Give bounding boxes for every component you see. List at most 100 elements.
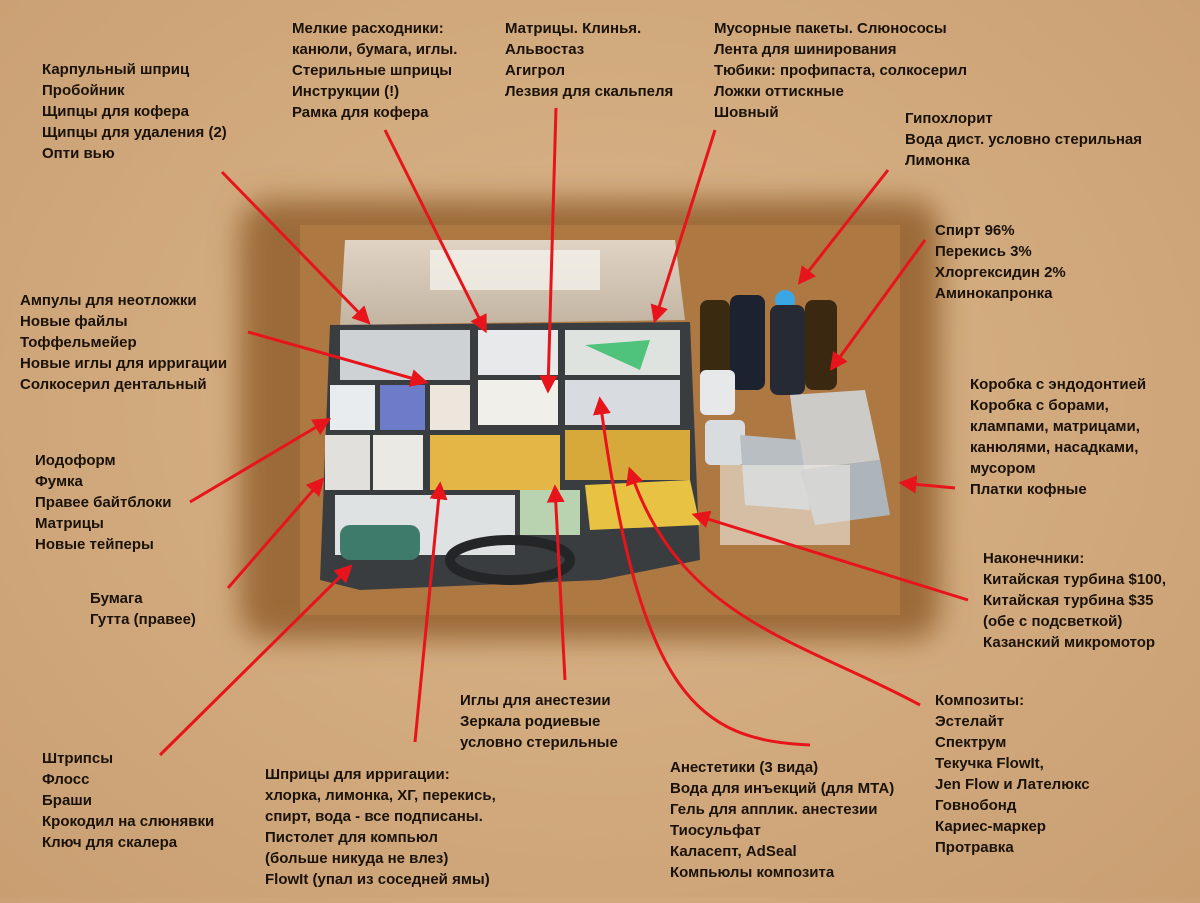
label-line: Китайская турбина $100,	[983, 571, 1167, 588]
label-line: Китайская турбина $35	[983, 592, 1154, 609]
compartment	[478, 330, 558, 375]
label-line: Коробка с эндодонтией	[970, 376, 1147, 393]
cylinder-item	[340, 525, 420, 560]
label-carpule: Карпульный шприц Пробойник Щипцы для коф…	[42, 59, 227, 164]
label-line: Вода для инъекций (для МТА)	[670, 780, 895, 797]
label-line: Гель для апплик. анестезии	[670, 801, 878, 818]
label-line: Говнобонд	[935, 797, 1017, 814]
label-needles: Иглы для анестезии Зеркала родиевые усло…	[460, 690, 618, 753]
label-line: Гипохлорит	[905, 110, 993, 127]
label-line: Текучка FlowIt,	[935, 755, 1044, 772]
label-line: Крокодил на слюнявки	[42, 813, 215, 830]
label-line: Матрицы	[35, 515, 104, 532]
label-line: Альвостаз	[505, 41, 585, 58]
label-line: условно стерильные	[460, 734, 618, 751]
yellow-cloth	[585, 480, 700, 530]
label-line: Рамка для кофера	[292, 104, 429, 121]
label-line: канюли, бумага, иглы.	[292, 41, 458, 58]
label-line: клампами, матрицами,	[970, 418, 1140, 435]
label-line: спирт, вода - все подписаны.	[265, 808, 483, 825]
bottle	[805, 300, 837, 390]
label-line: Лента для шинирования	[714, 41, 897, 58]
label-line: Композиты:	[935, 692, 1025, 709]
label-line: Агигрол	[505, 62, 566, 79]
label-line: Ампулы для неотложки	[20, 292, 197, 309]
label-anesthetics: Анестетики (3 вида) Вода для инъекций (д…	[670, 757, 894, 883]
label-line: Лезвия для скальпеля	[505, 83, 674, 100]
lid-paper	[430, 250, 600, 290]
label-line: Солкосерил дентальный	[20, 376, 207, 393]
label-line: Наконечники:	[983, 550, 1085, 567]
label-hypochlorite: Гипохлорит Вода дист. условно стерильная…	[905, 108, 1142, 171]
bottle	[730, 295, 765, 390]
bottle	[770, 305, 805, 395]
label-line: Флосс	[42, 771, 90, 788]
label-line: Иглы для анестезии	[460, 692, 611, 709]
label-line: хлорка, лимонка, ХГ, перекись,	[265, 787, 496, 804]
label-line: Спектрум	[935, 734, 1007, 751]
label-line: Иодоформ	[35, 452, 116, 469]
label-line: Инструкции (!)	[292, 83, 400, 100]
label-line: Казанский микромотор	[983, 634, 1156, 651]
label-line: Спирт 96%	[935, 222, 1015, 239]
label-line: Мусорные пакеты. Слюнососы	[714, 20, 947, 37]
bottle	[700, 300, 730, 385]
label-line: Браши	[42, 792, 93, 809]
label-matrices: Матрицы. Клинья. Альвостаз Агигрол Лезви…	[505, 18, 673, 102]
label-ampoules: Ампулы для неотложки Новые файлы Тоффель…	[20, 290, 227, 395]
label-line: Компьюлы композита	[670, 864, 835, 881]
label-line: Протравка	[935, 839, 1014, 856]
label-line: Щипцы для удаления (2)	[42, 124, 227, 141]
label-line: Эстелайт	[935, 713, 1005, 730]
label-line: Анестетики (3 вида)	[670, 759, 819, 776]
label-line: Щипцы для кофера	[42, 103, 189, 120]
label-line: мусором	[970, 460, 1036, 477]
label-line: Коробка с борами,	[970, 397, 1109, 414]
green-item	[585, 340, 650, 370]
label-trash: Мусорные пакеты. Слюнососы Лента для шин…	[714, 18, 967, 123]
compartment	[330, 385, 375, 430]
label-strips: Штрипсы Флосс Браши Крокодил на слюнявки…	[42, 748, 214, 853]
compartment	[340, 330, 470, 380]
compartment	[430, 435, 560, 490]
compartment	[565, 430, 690, 480]
compartment	[373, 435, 423, 490]
label-spirit: Спирт 96% Перекись 3% Хлоргексидин 2% Ам…	[935, 220, 1066, 304]
label-handpieces: Наконечники: Китайская турбина $100, Кит…	[983, 548, 1166, 653]
compartment	[565, 380, 680, 425]
label-line: Матрицы. Клинья.	[505, 20, 642, 37]
label-line: Новые тейперы	[35, 536, 154, 553]
label-line: Вода дист. условно стерильная	[905, 131, 1143, 148]
compartment	[520, 490, 580, 535]
label-line: Гутта (правее)	[90, 611, 196, 628]
label-line: Фумка	[35, 473, 83, 490]
label-line: Новые файлы	[20, 313, 128, 330]
bottle	[700, 370, 735, 415]
label-line: Правее байтблоки	[35, 494, 172, 511]
endo-box	[790, 390, 880, 470]
label-line: FlowIt (упал из соседней ямы)	[265, 871, 490, 888]
compartment	[430, 385, 470, 430]
label-iodoform: Иодоформ Фумка Правее байтблоки Матрицы …	[35, 450, 171, 555]
label-line: Тиосульфат	[670, 822, 761, 839]
compartment	[325, 435, 370, 490]
label-line: Новые иглы для ирригации	[20, 355, 228, 372]
dam-sheets	[720, 465, 850, 545]
label-line: Пистолет для компьюл	[265, 829, 438, 846]
label-line: Бумага	[90, 590, 143, 607]
label-line: (больше никуда не влез)	[265, 850, 449, 867]
label-line: Штрипсы	[42, 750, 114, 767]
label-line: Пробойник	[42, 82, 125, 99]
box-handle	[445, 535, 575, 585]
label-syringes: Шприцы для ирригации: хлорка, лимонка, Х…	[265, 764, 496, 890]
label-line: Кариес-маркер	[935, 818, 1046, 835]
label-line: Тюбики: профипаста, солкосерил	[714, 62, 967, 79]
compartment	[478, 380, 558, 425]
label-line: Хлоргексидин 2%	[935, 264, 1066, 281]
compartment	[380, 385, 425, 430]
label-line: (обе с подсветкой)	[983, 613, 1123, 630]
label-line: Зеркала родиевые	[460, 713, 601, 730]
label-line: Мелкие расходники:	[292, 20, 444, 37]
label-line: Шовный	[714, 104, 779, 121]
label-line: Карпульный шприц	[42, 61, 190, 78]
